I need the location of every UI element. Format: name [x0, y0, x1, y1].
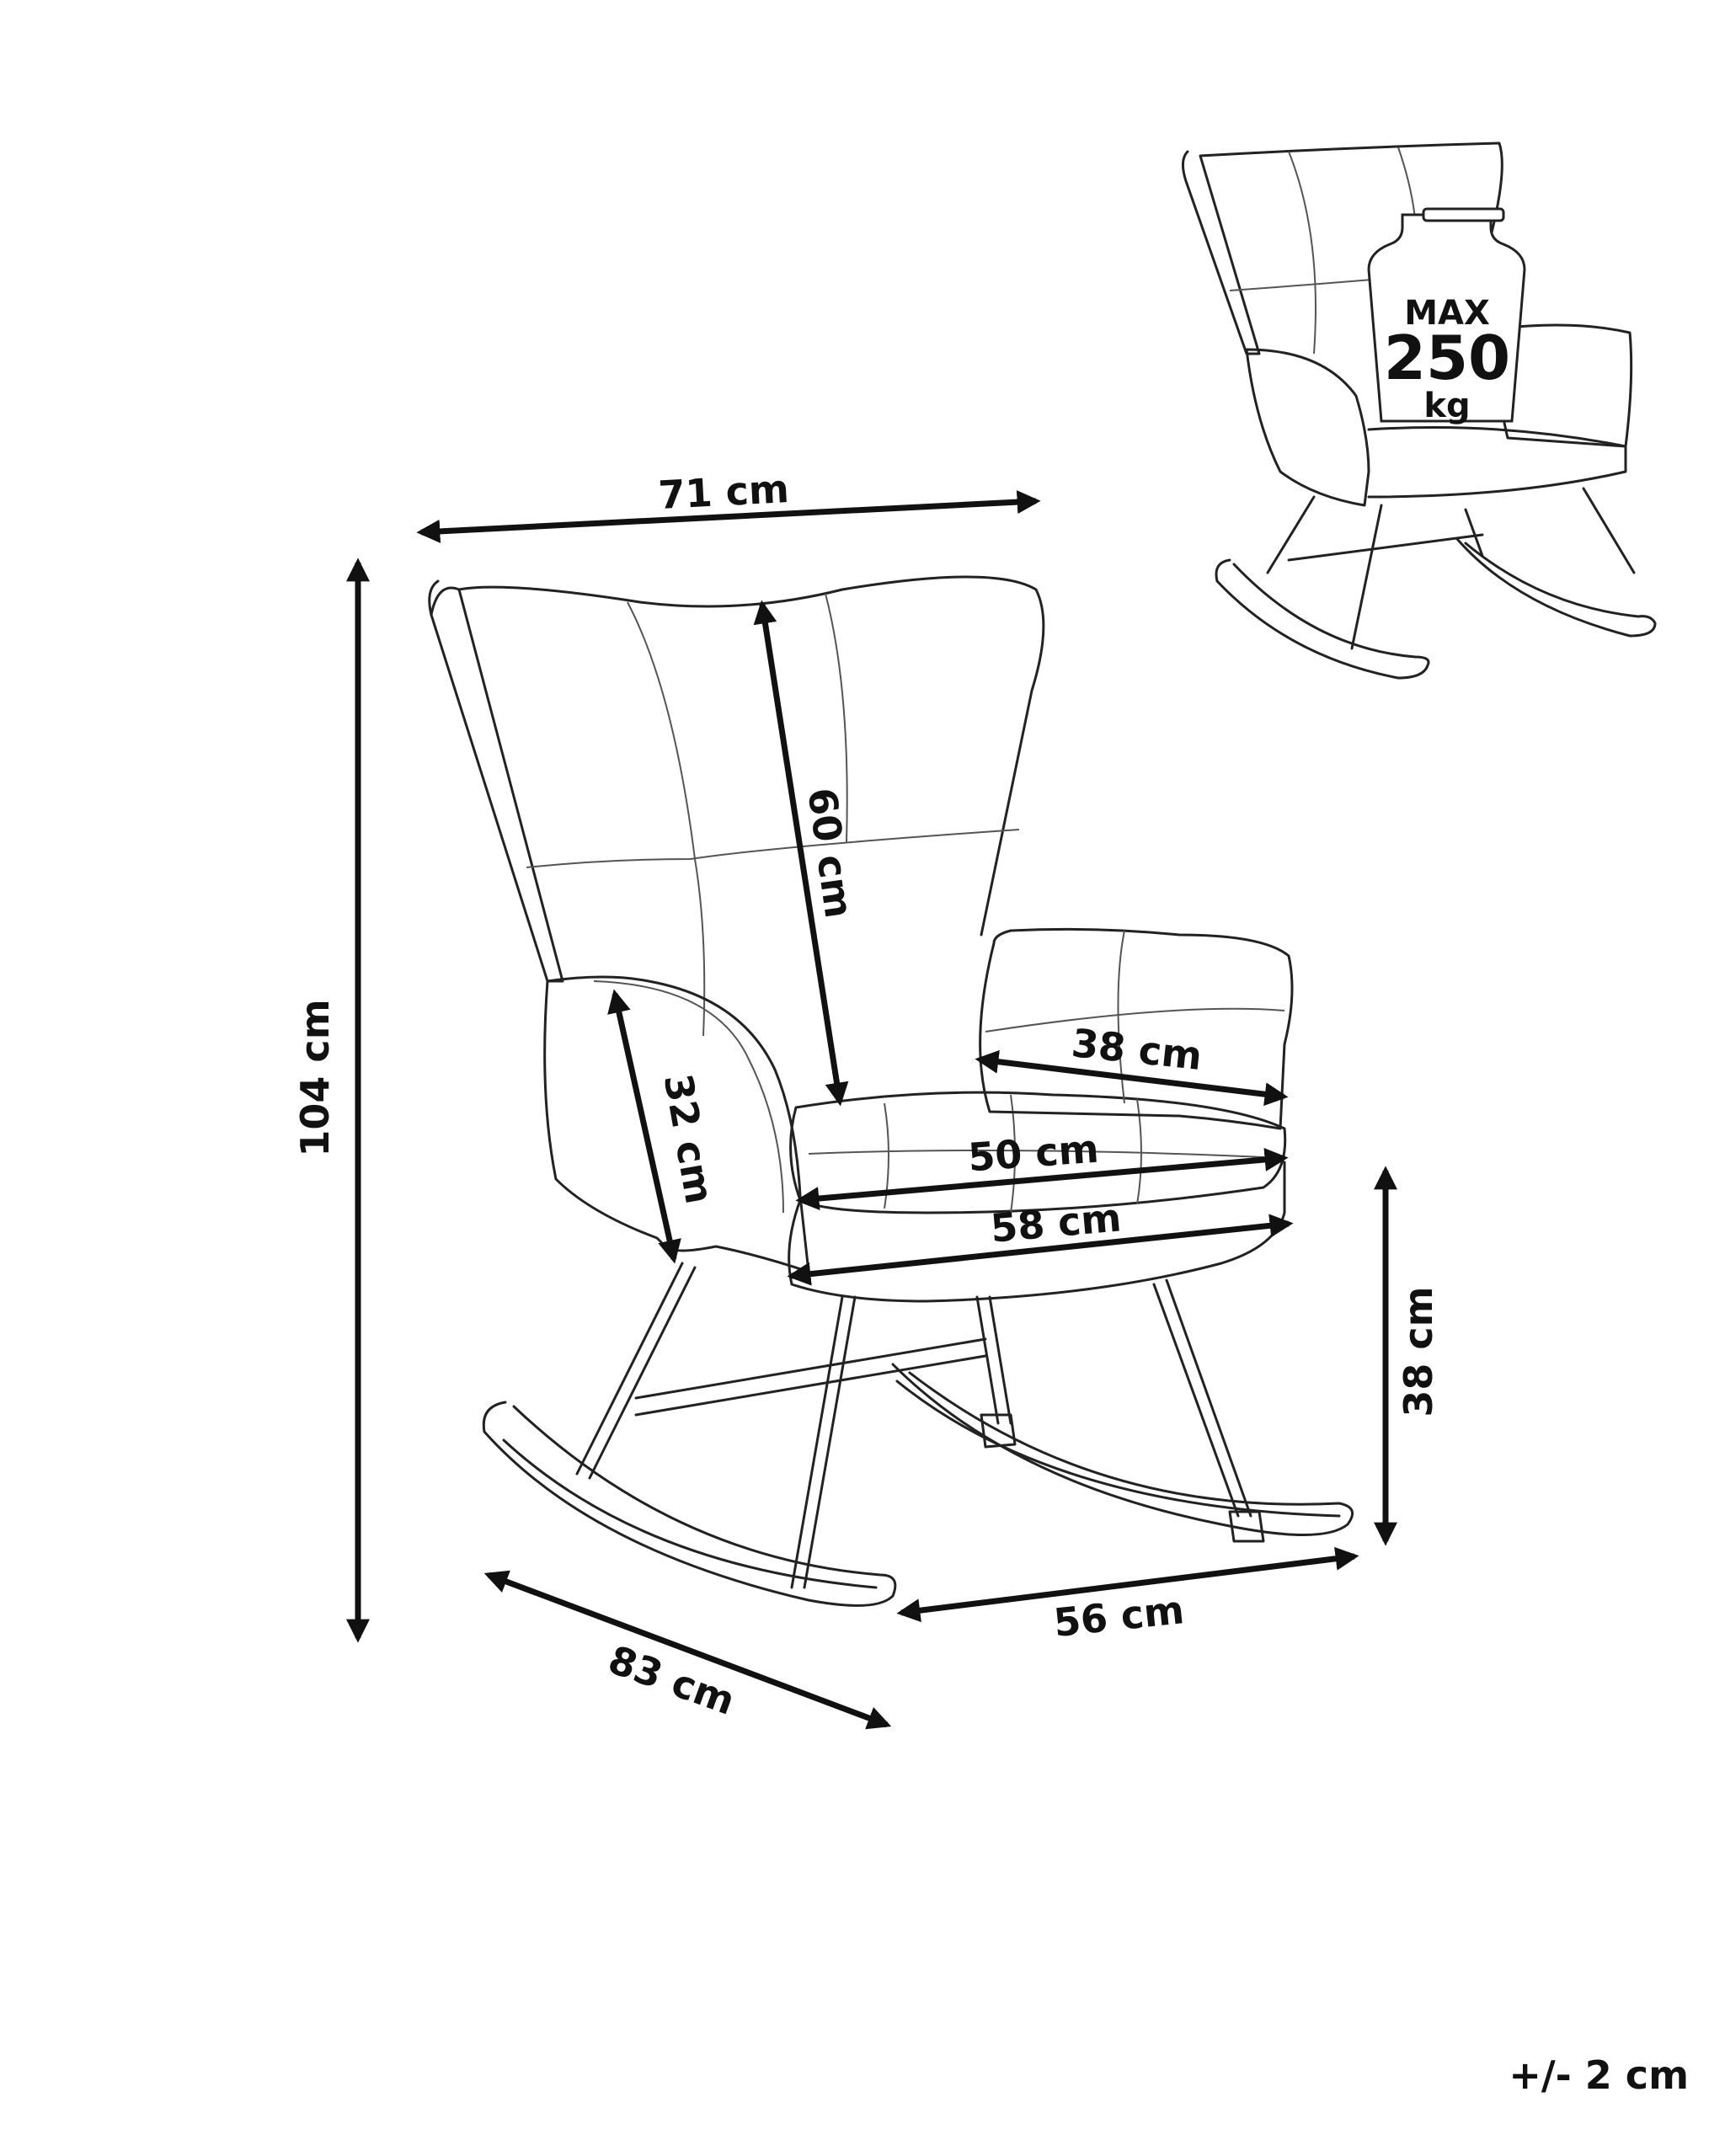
max-load-unit: kg — [1423, 387, 1470, 425]
seat-height-label: 38 cm — [1396, 1286, 1441, 1417]
dimension-arrows — [346, 490, 1397, 1730]
height-label: 104 cm — [292, 999, 338, 1156]
armrest-height-arrow — [607, 989, 681, 1264]
seat-width-arrow — [795, 1147, 1289, 1211]
backrest-height-arrow — [753, 600, 849, 1107]
small-chair-drawing: MAX 250 kg — [1182, 141, 1657, 680]
depth-label: 83 cm — [602, 1636, 740, 1724]
weight-icon — [1367, 213, 1526, 423]
max-load-value: 250 — [1384, 323, 1510, 393]
base-width-label: 56 cm — [1051, 1587, 1186, 1646]
max-load-label: MAX — [1404, 294, 1490, 333]
armrest-depth-arrow — [975, 1049, 1289, 1107]
depth-arrow — [483, 1570, 892, 1730]
base-width-arrow — [896, 1546, 1359, 1623]
main-chair-drawing — [428, 575, 1354, 1607]
seat-outer-width-label: 58 cm — [989, 1194, 1123, 1251]
armrest-height-label: 32 cm — [655, 1070, 723, 1207]
width-label: 71 cm — [657, 466, 790, 518]
seat-width-label: 50 cm — [967, 1126, 1101, 1181]
tolerance-note: +/- 2 cm — [1509, 2052, 1689, 2098]
width-arrow — [416, 490, 1041, 543]
seat-outer-width-arrow — [787, 1214, 1294, 1286]
